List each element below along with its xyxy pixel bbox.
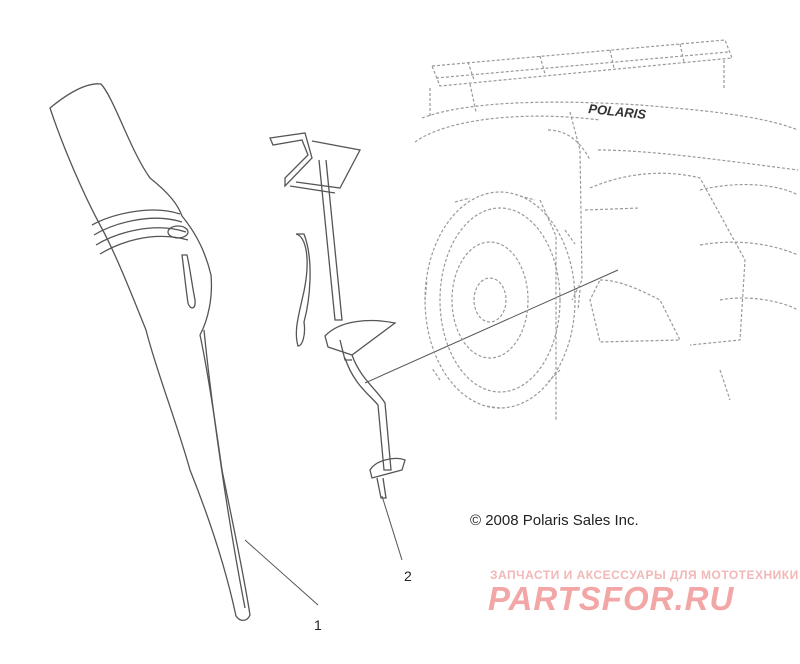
atv-vehicle [414,39,799,420]
watermark-tagline: ЗАПЧАСТИ И АКСЕССУАРЫ ДЛЯ МОТОТЕХНИКИ [490,568,799,582]
gun-scabbard [49,83,251,622]
scabbard-bracket [269,132,406,499]
callout-part-2: 2 [404,568,412,584]
atv-brand-decal: POLARIS [588,101,647,122]
callout-part-1: 1 [314,617,322,633]
leader-lines [244,269,619,606]
watermark-logo: PARTSFOR.RU [488,580,735,617]
copyright-notice: © 2008 Polaris Sales Inc. [470,512,639,529]
